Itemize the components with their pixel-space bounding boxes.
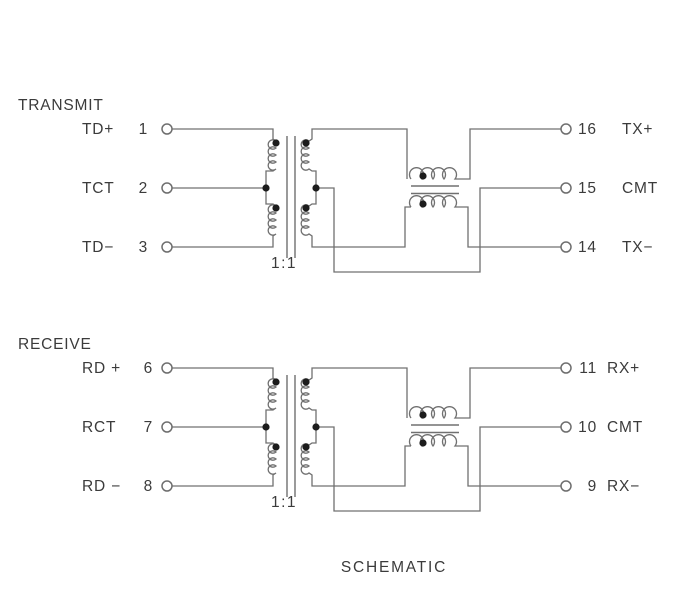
terminal-pin-6 — [161, 362, 173, 374]
receive-transformer-core — [286, 375, 296, 497]
pin-number-2: 2 — [139, 180, 148, 197]
pin-number-9: 9 — [588, 478, 597, 495]
transmit-dot-secondary-top — [302, 139, 310, 147]
pin-number-1: 1 — [139, 121, 148, 138]
pin-label-rd-minus: RD − — [82, 478, 121, 495]
transmit-dot-secondary-bottom — [302, 204, 310, 212]
receive-dot-secondary-top — [302, 378, 310, 386]
receive-dot-choke-top — [419, 411, 427, 419]
pin-label-rx-plus: RX+ — [607, 360, 640, 377]
receive-secondary-winding — [300, 367, 411, 487]
transmit-transformer-core — [286, 136, 296, 258]
terminal-pin-9 — [560, 480, 572, 492]
transmit-cmt-route — [316, 187, 561, 273]
pin-number-6: 6 — [144, 360, 153, 377]
receive-dot-secondary-tap — [312, 423, 320, 431]
receive-dot-primary-top — [272, 378, 280, 386]
receive-circuit — [161, 362, 572, 512]
pin-number-11: 11 — [579, 360, 597, 377]
terminal-pin-14 — [560, 241, 572, 253]
pin-label-cmt-tx: CMT — [622, 180, 658, 197]
terminal-pin-8 — [161, 480, 173, 492]
receive-dot-primary-bottom — [272, 443, 280, 451]
terminal-pin-16 — [560, 123, 572, 135]
transmit-dot-primary-top — [272, 139, 280, 147]
receive-cmt-route — [316, 426, 561, 512]
terminal-pin-7 — [161, 421, 173, 433]
terminal-pin-1 — [161, 123, 173, 135]
schematic-caption: SCHEMATIC — [341, 559, 447, 576]
transmit-dot-choke-top — [419, 172, 427, 180]
receive-choke-top-coil — [408, 367, 561, 420]
transmit-dot-secondary-tap — [312, 184, 320, 192]
terminal-pin-3 — [161, 241, 173, 253]
pin-label-cmt-rx: CMT — [607, 419, 643, 436]
receive-turns-ratio: 1:1 — [271, 494, 297, 511]
pin-label-tx-plus: TX+ — [622, 121, 653, 138]
pin-number-7: 7 — [144, 419, 153, 436]
pin-label-rd-plus: RD + — [82, 360, 121, 377]
terminal-pin-2 — [161, 182, 173, 194]
terminal-pin-10 — [560, 421, 572, 433]
receive-choke-core — [411, 424, 459, 434]
transmit-dot-primary-bottom — [272, 204, 280, 212]
pin-label-td-plus: TD+ — [82, 121, 114, 138]
pin-label-rx-minus: RX− — [607, 478, 640, 495]
receive-dot-primary-tap — [262, 423, 270, 431]
pin-label-tct: TCT — [82, 180, 115, 197]
pin-label-tx-minus: TX− — [622, 239, 653, 256]
pin-label-td-minus: TD− — [82, 239, 114, 256]
transmit-choke-core — [411, 185, 459, 195]
terminal-pin-11 — [560, 362, 572, 374]
pin-number-10: 10 — [578, 419, 597, 436]
transmit-section-title: TRANSMIT — [18, 97, 104, 114]
receive-dot-choke-bottom — [419, 439, 427, 447]
pin-number-15: 15 — [578, 180, 597, 197]
transmit-choke-bottom-coil — [408, 195, 561, 248]
pin-label-rct: RCT — [82, 419, 116, 436]
receive-dot-secondary-bottom — [302, 443, 310, 451]
receive-choke-bottom-coil — [408, 434, 561, 487]
terminal-pin-15 — [560, 182, 572, 194]
transmit-turns-ratio: 1:1 — [271, 255, 297, 272]
pin-number-3: 3 — [139, 239, 148, 256]
pin-number-8: 8 — [144, 478, 153, 495]
pin-number-14: 14 — [578, 239, 597, 256]
transmit-secondary-winding — [300, 128, 411, 248]
transmit-dot-choke-bottom — [419, 200, 427, 208]
transmit-choke-top-coil — [408, 128, 561, 181]
transmit-circuit — [161, 123, 572, 273]
pin-number-16: 16 — [578, 121, 597, 138]
receive-section-title: RECEIVE — [18, 336, 92, 353]
transmit-dot-primary-tap — [262, 184, 270, 192]
